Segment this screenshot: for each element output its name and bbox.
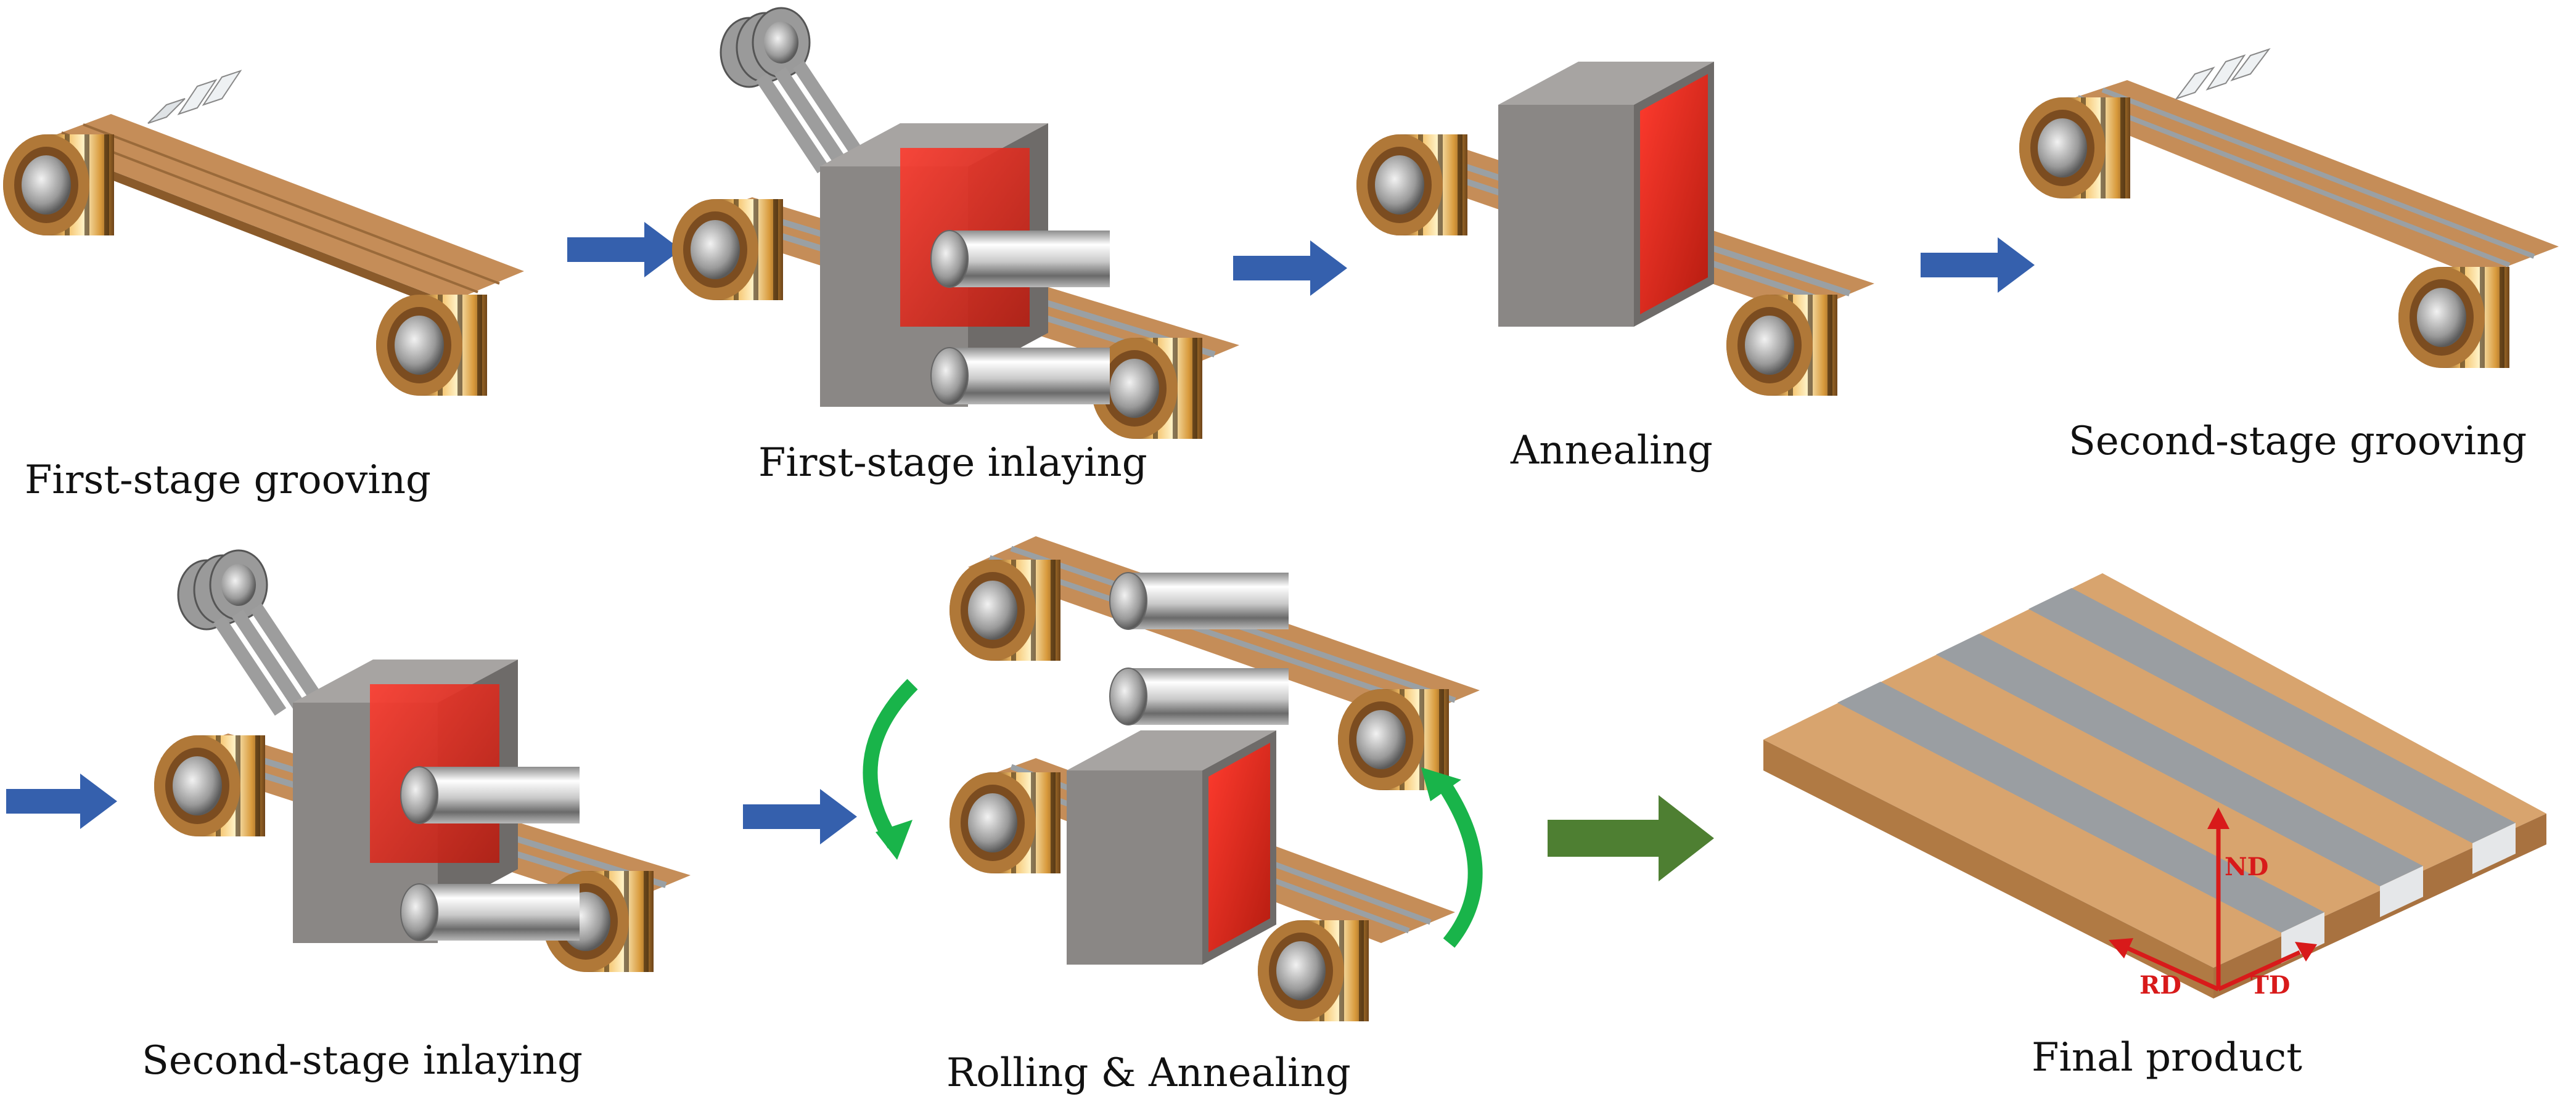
stage-rolling-annealing: Rolling & Annealing <box>863 536 1483 1096</box>
axis-nd-label: ND <box>2225 852 2268 881</box>
inlay-wire-spools <box>721 8 860 170</box>
stage-label: Final product <box>2032 1035 2302 1080</box>
coil <box>2398 267 2509 368</box>
stage-label: Second-stage grooving <box>2069 419 2527 464</box>
coil <box>1356 134 1467 235</box>
inlay-wire-spools <box>178 550 318 712</box>
roll-top <box>400 766 580 824</box>
furnace <box>1067 730 1276 965</box>
stage-label: First-stage grooving <box>25 457 431 503</box>
coil <box>376 295 487 396</box>
coordinate-axes <box>2109 807 2317 992</box>
flow-arrow <box>1921 237 2035 293</box>
flow-arrow <box>6 774 117 829</box>
cycle-arrow-up <box>1437 778 1483 948</box>
stage-label: First-stage inlaying <box>758 440 1147 486</box>
coil <box>3 134 114 235</box>
flow-arrow <box>1233 240 1347 296</box>
stage-annealing: Annealing <box>1356 62 1874 473</box>
coil <box>154 735 265 836</box>
stage-first-grooving: First-stage grooving <box>3 70 524 503</box>
stage-label: Annealing <box>1510 428 1713 473</box>
coil <box>672 199 783 300</box>
stage-final-product: ND RD TD Final product <box>1763 573 2546 1080</box>
inlaid-strips <box>1837 588 2516 933</box>
coil <box>950 772 1060 873</box>
furnace <box>1498 62 1714 327</box>
axis-rd-label: RD <box>2139 971 2181 1000</box>
roll-bottom <box>1109 668 1289 725</box>
stage-label: Rolling & Annealing <box>946 1050 1351 1096</box>
coil <box>1258 920 1369 1021</box>
coil <box>950 560 1060 661</box>
stage-first-inlaying: First-stage inlaying <box>672 8 1239 486</box>
coil <box>1726 295 1837 396</box>
roll-top <box>1109 572 1289 630</box>
flow-arrow <box>743 789 857 844</box>
roll-bottom <box>930 347 1110 405</box>
flow-arrow <box>567 222 681 277</box>
final-arrow <box>1548 795 1714 881</box>
grooving-blades <box>147 70 242 124</box>
coil <box>2019 97 2130 198</box>
stage-second-grooving: Second-stage grooving <box>2019 48 2559 464</box>
grooving-blades <box>2175 48 2271 100</box>
axis-td-label: TD <box>2250 971 2290 1000</box>
roll-top <box>930 230 1110 288</box>
stage-label: Second-stage inlaying <box>142 1038 583 1084</box>
plate-front <box>1763 740 2213 999</box>
roll-bottom <box>400 883 580 941</box>
cycle-arrow-down <box>863 679 918 849</box>
stage-second-inlaying: Second-stage inlaying <box>142 550 691 1084</box>
